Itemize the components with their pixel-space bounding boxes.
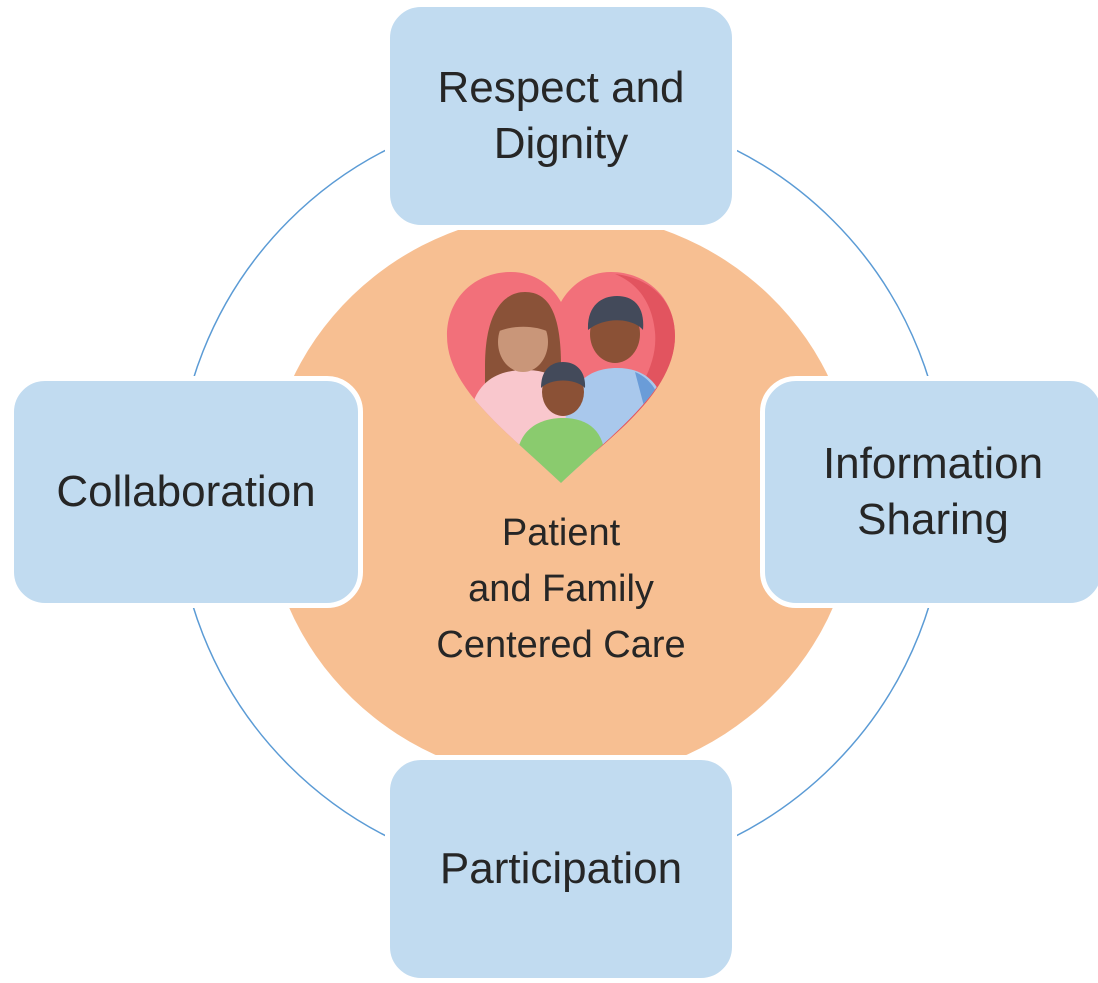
node-top-label: Respect and Dignity: [437, 63, 685, 168]
node-bottom-label: Participation: [439, 844, 683, 893]
family-heart-icon: [447, 272, 675, 483]
node-information-sharing: Information Sharing: [760, 376, 1098, 608]
node-left-label: Collaboration: [56, 467, 316, 516]
node-right-label: Information Sharing: [822, 439, 1044, 544]
node-participation: Participation: [385, 755, 737, 983]
center-title: Patient and Family Centered Care: [436, 512, 686, 666]
node-respect-and-dignity: Respect and Dignity: [385, 2, 737, 230]
node-collaboration: Collaboration: [9, 376, 363, 608]
